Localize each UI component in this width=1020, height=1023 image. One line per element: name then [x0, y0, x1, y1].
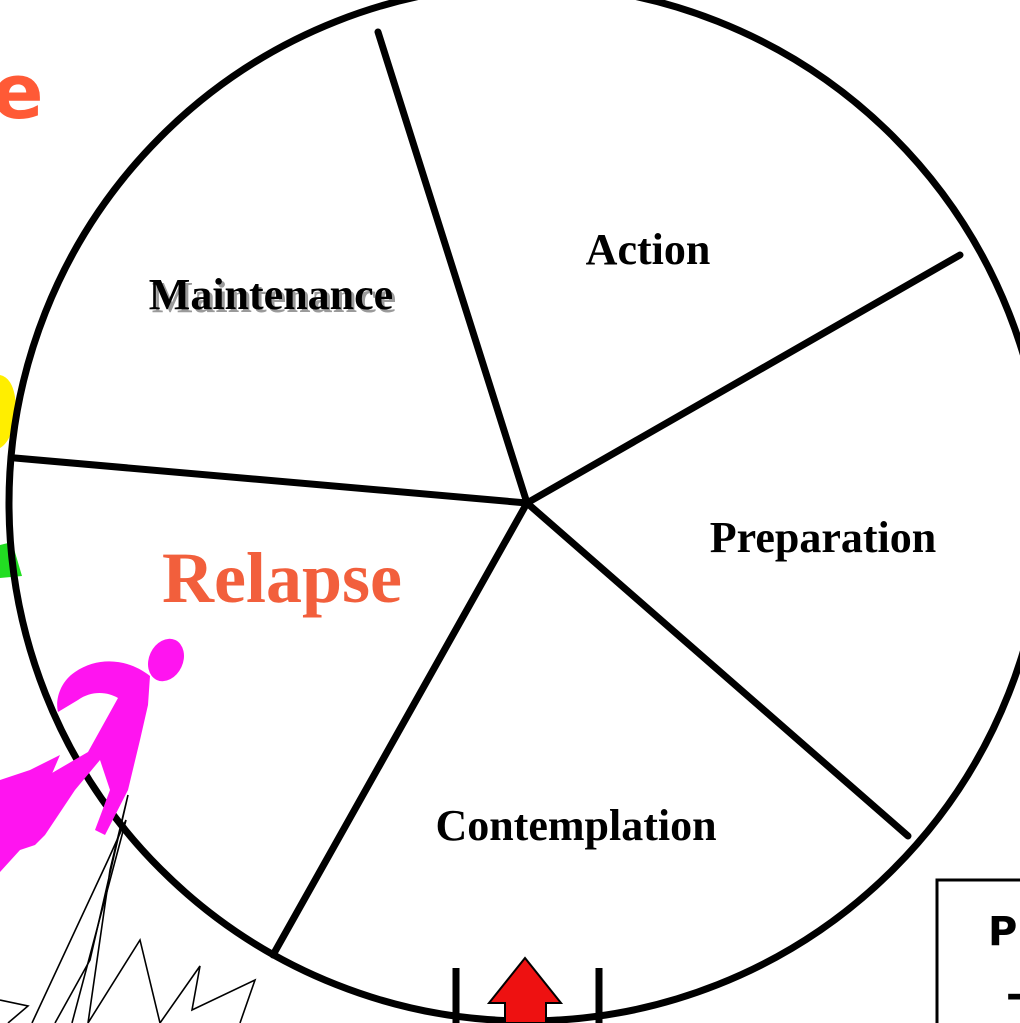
- side-box-frame: [935, 878, 1020, 1023]
- segment-label-contemplation: Contemplation: [435, 801, 716, 850]
- wheel-circle: [5, 0, 1020, 1023]
- segment-label-action: Action: [586, 225, 711, 274]
- spoke-relapse-maintenance: [11, 454, 531, 507]
- zigzag-left: [0, 999, 30, 1023]
- falling-person-figure: [0, 638, 184, 872]
- spoke-contemplation-relapse: [269, 499, 531, 959]
- side-box-text-top: P: [988, 909, 1017, 955]
- corner-fragment-text: e: [0, 47, 44, 136]
- segment-label-maintenance: Maintenance Maintenance: [149, 270, 396, 322]
- spoke-action-maintenance: [374, 28, 531, 507]
- zigzag-inner: [31, 819, 127, 1023]
- side-box: P -: [935, 878, 1020, 1023]
- entry-arrow-group: [452, 956, 603, 1023]
- figure-head: [148, 638, 184, 682]
- arrow-up-icon: [486, 956, 564, 1023]
- spoke-action-preparation: [523, 251, 964, 507]
- zigzag-main: [54, 794, 257, 1023]
- segment-label-relapse: Relapse: [162, 538, 402, 618]
- figure-back-leg: [0, 755, 60, 840]
- segment-label-preparation: Preparation: [710, 513, 937, 562]
- spoke-preparation-contemplation: [523, 499, 912, 840]
- segment-label-maintenance-text: Maintenance: [149, 270, 393, 319]
- wheel-spokes: [11, 28, 964, 959]
- segment-label-maintenance-shadow: Maintenance: [152, 273, 396, 322]
- figure-body: [0, 661, 150, 872]
- zigzag-lines: [0, 794, 257, 1023]
- side-box-text-bottom: -: [1006, 972, 1020, 1018]
